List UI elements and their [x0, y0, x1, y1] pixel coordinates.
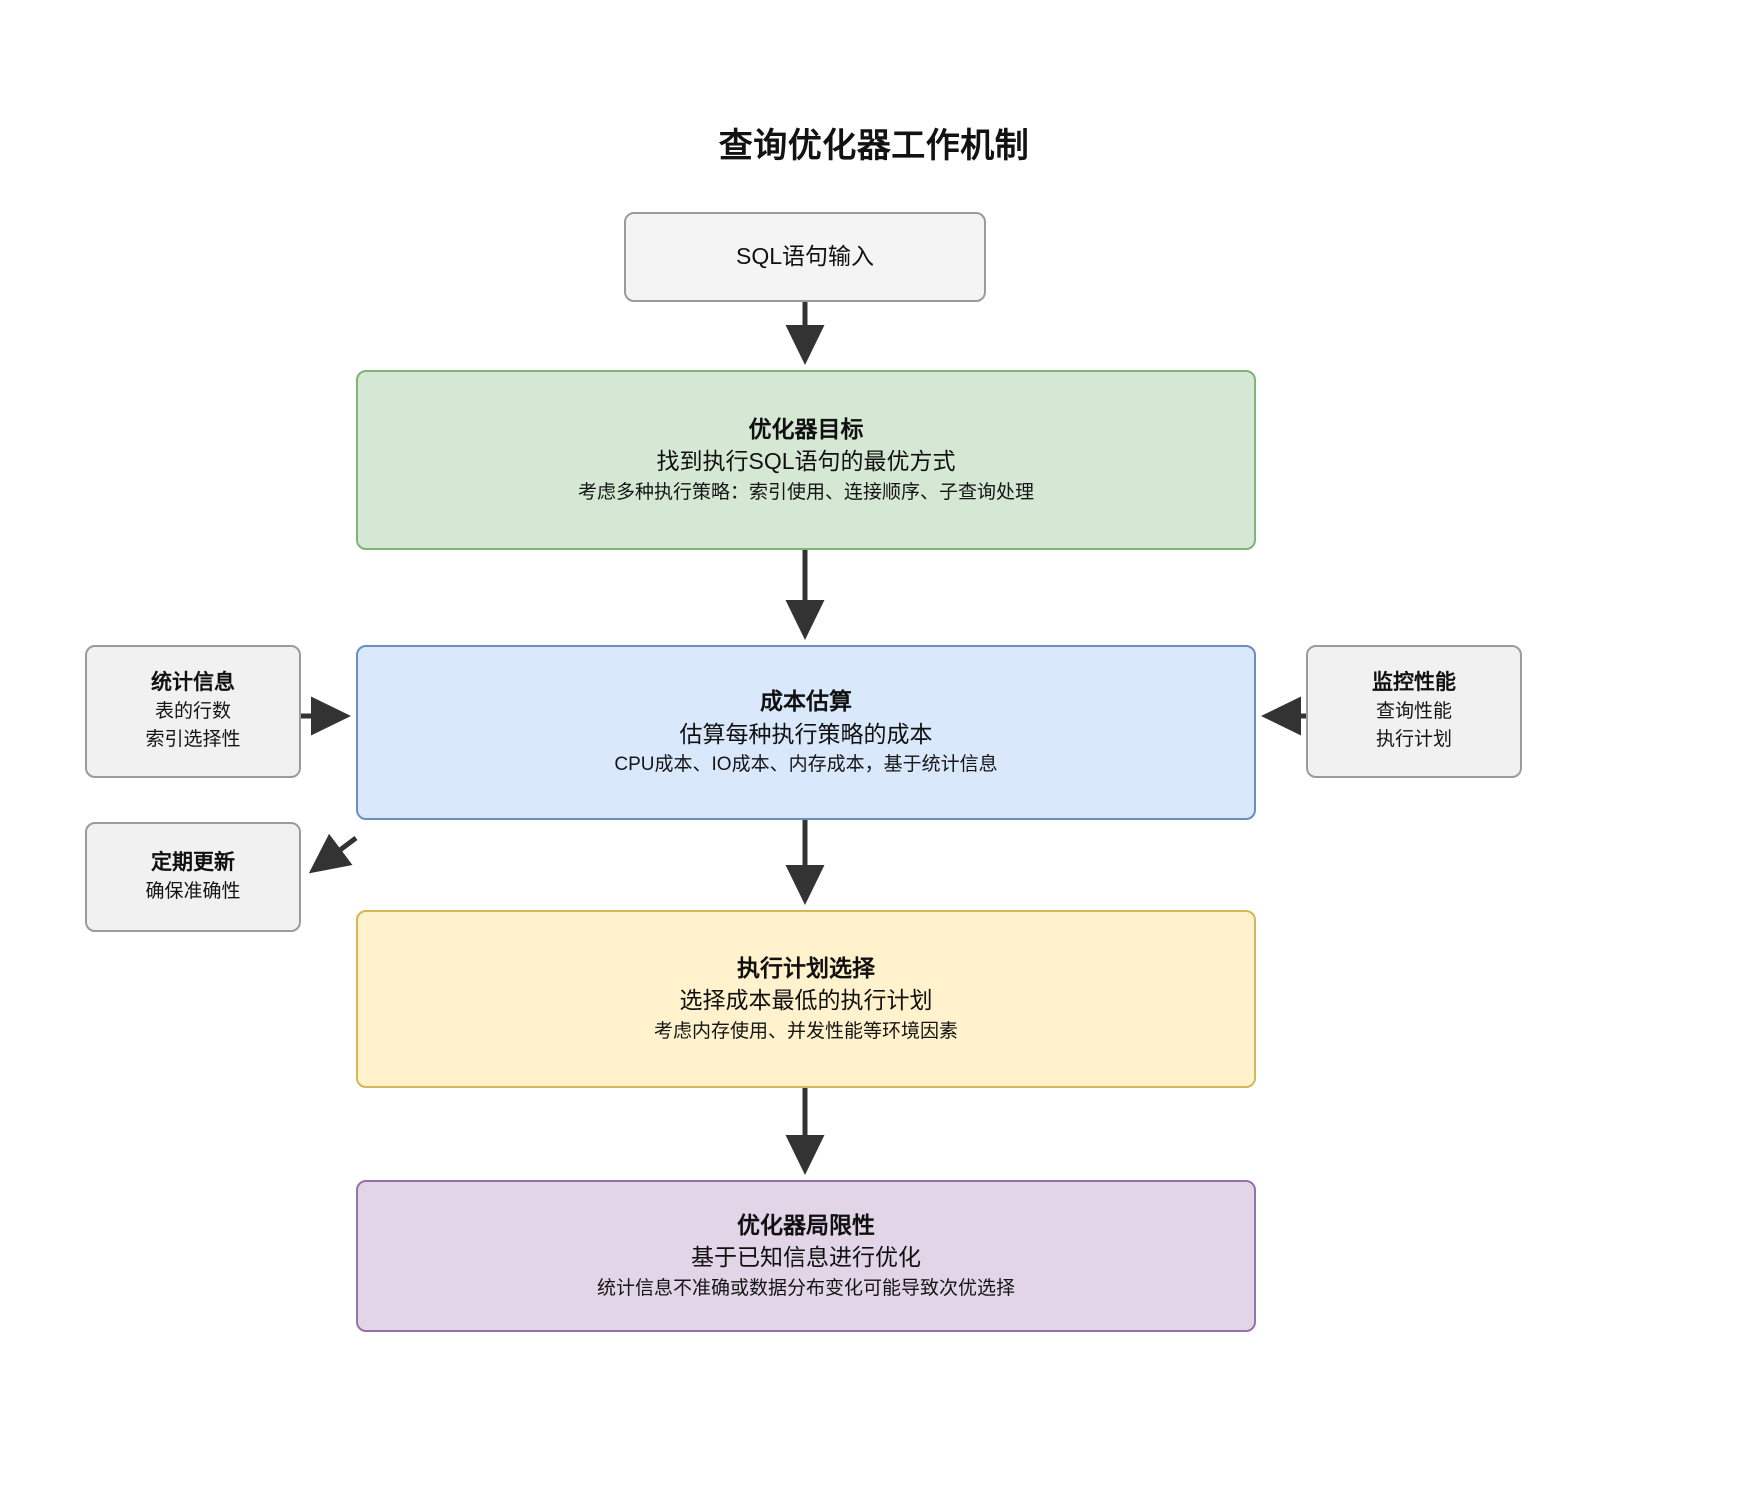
node-limitations-main: 基于已知信息进行优化	[691, 1244, 921, 1271]
node-monitor-performance-line-1: 查询性能	[1375, 700, 1452, 722]
node-plan-selection[interactable]: 执行计划选择 选择成本最低的执行计划 考虑内存使用、并发性能等环境因素	[356, 910, 1256, 1088]
node-plan-selection-main: 选择成本最低的执行计划	[679, 987, 933, 1014]
node-limitations[interactable]: 优化器局限性 基于已知信息进行优化 统计信息不准确或数据分布变化可能导致次优选择	[356, 1180, 1256, 1332]
node-monitor-performance-line-2: 执行计划	[1375, 729, 1452, 751]
node-periodic-update-line-1: 确保准确性	[145, 880, 241, 902]
node-statistics-title: 统计信息	[151, 671, 235, 695]
node-optimizer-goal-sub: 考虑多种执行策略：索引使用、连接顺序、子查询处理	[577, 481, 1034, 503]
node-cost-estimation[interactable]: 成本估算 估算每种执行策略的成本 CPU成本、IO成本、内存成本，基于统计信息	[356, 645, 1256, 820]
node-cost-estimation-title: 成本估算	[760, 688, 852, 715]
node-cost-estimation-sub: CPU成本、IO成本、内存成本，基于统计信息	[614, 754, 998, 776]
node-plan-selection-sub: 考虑内存使用、并发性能等环境因素	[653, 1020, 958, 1042]
node-periodic-update[interactable]: 定期更新 确保准确性	[85, 822, 301, 932]
node-statistics[interactable]: 统计信息 表的行数 索引选择性	[85, 645, 301, 778]
node-monitor-performance[interactable]: 监控性能 查询性能 执行计划	[1306, 645, 1522, 778]
node-limitations-sub: 统计信息不准确或数据分布变化可能导致次优选择	[596, 1277, 1015, 1299]
node-optimizer-goal-main: 找到执行SQL语句的最优方式	[656, 448, 956, 475]
node-optimizer-goal-title: 优化器目标	[748, 415, 864, 442]
node-sql-input[interactable]: SQL语句输入	[624, 212, 986, 302]
node-optimizer-goal[interactable]: 优化器目标 找到执行SQL语句的最优方式 考虑多种执行策略：索引使用、连接顺序、…	[356, 370, 1256, 550]
node-periodic-update-title: 定期更新	[151, 850, 235, 874]
node-plan-selection-title: 执行计划选择	[737, 954, 875, 981]
edge-cost-to-update	[308, 833, 358, 874]
node-limitations-title: 优化器局限性	[737, 1211, 875, 1238]
node-sql-input-label: SQL语句输入	[735, 243, 875, 270]
page-title: 查询优化器工作机制	[718, 127, 1030, 165]
node-statistics-line-1: 表的行数	[154, 700, 231, 722]
node-monitor-performance-title: 监控性能	[1372, 671, 1456, 695]
node-cost-estimation-main: 估算每种执行策略的成本	[679, 720, 933, 747]
node-statistics-line-2: 索引选择性	[145, 729, 241, 751]
